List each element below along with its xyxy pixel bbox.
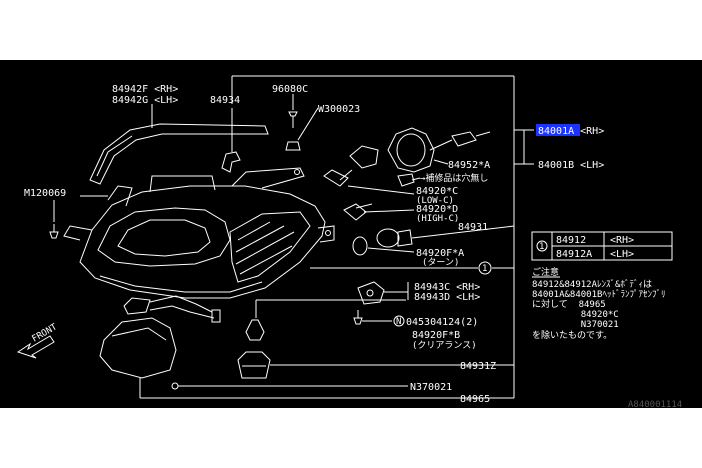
label-84965: 84965: [460, 394, 490, 405]
clearance-bulb: [237, 319, 271, 379]
table-row-1-part: 84912: [556, 235, 586, 246]
label-84001a[interactable]: 84001A <RH>: [538, 126, 604, 137]
circle-marker-1-text: 1: [482, 264, 487, 274]
label-84920fa-sub: (ターン): [422, 257, 459, 268]
note-line-6: を除いたものです。: [532, 329, 612, 341]
label-84942f: 84942F <RH>: [112, 84, 178, 95]
front-arrow: [16, 335, 55, 359]
label-84952a: 84952*A: [448, 160, 490, 171]
note-line-5: N370021: [532, 320, 619, 330]
trim-molding: [89, 123, 269, 185]
circle-marker-1: [478, 261, 492, 275]
label-84942g: 84942G <LH>: [112, 95, 178, 106]
label-84001b[interactable]: 84001B <LH>: [538, 160, 604, 171]
part-labels: 84942F <RH> 84942G <LH> 84934 96080C W30…: [24, 84, 604, 405]
note-line-1: 84912&84912Aﾚﾝｽﾞ&ﾎﾞﾃﾞｨは: [532, 279, 652, 290]
table-marker: [536, 240, 548, 252]
label-w300023: W300023: [318, 104, 360, 115]
label-n-prefix: N: [396, 317, 401, 327]
n-marker: [393, 315, 405, 327]
table-row-2-part: 84912A: [556, 249, 592, 260]
table-marker-text: 1: [539, 242, 544, 252]
note-heading: ご注意: [532, 266, 559, 278]
label-84943d: 84943D <LH>: [414, 292, 480, 303]
label-84920c-sub: (LOW-C): [416, 196, 454, 206]
highlight-84001a: [536, 124, 580, 136]
table-row-1-side: <RH>: [610, 235, 634, 246]
screw-m120069: [49, 224, 59, 239]
label-84920c: 84920*C: [416, 186, 458, 197]
label-84920fb-sub: (クリアランス): [412, 340, 477, 351]
label-84920d-sub: (HIGH-C): [416, 214, 459, 224]
label-84931: 84931: [458, 222, 488, 233]
table-row-2-side: <LH>: [610, 249, 634, 260]
label-84931z: 84931Z: [460, 361, 496, 372]
label-84920d: 84920*D: [416, 204, 458, 215]
note-line-3: に対して 84965: [532, 298, 606, 310]
label-96080c: 96080C: [272, 84, 308, 95]
diagram-field: [0, 60, 702, 408]
label-84920fb: 84920F*B: [412, 330, 460, 341]
bracket-84934: [221, 151, 241, 173]
note-hole: →補修品は穴無し: [420, 172, 488, 184]
label-84943c: 84943C <RH>: [414, 282, 480, 293]
leveling-motor: [99, 295, 221, 390]
headlamp-housing: [63, 167, 335, 299]
label-84920fa: 84920F*A: [416, 248, 464, 259]
part-table: 1 84912 <RH> 84912A <LH>: [531, 231, 673, 261]
note-line-2: 84001A&84001Bﾍｯﾄﾞﾗﾝﾌﾟｱｾﾝﾌﾞﾘ: [532, 289, 665, 300]
leader-lines: [53, 75, 534, 399]
note-line-4: 84920*C: [532, 310, 619, 320]
bulb-assembly-upper: [323, 127, 491, 256]
label-n045304: 045304124(2): [406, 317, 478, 328]
label-n370021: N370021: [410, 382, 452, 393]
label-m120069: M120069: [24, 188, 66, 199]
bracket-84943: [353, 281, 385, 325]
clip-96080c: [285, 111, 301, 151]
label-84934: 84934: [210, 95, 240, 106]
reference-code: A840001114: [628, 400, 682, 410]
note-block: ご注意 84912&84912Aﾚﾝｽﾞ&ﾎﾞﾃﾞｨは 84001A&84001…: [532, 266, 665, 341]
